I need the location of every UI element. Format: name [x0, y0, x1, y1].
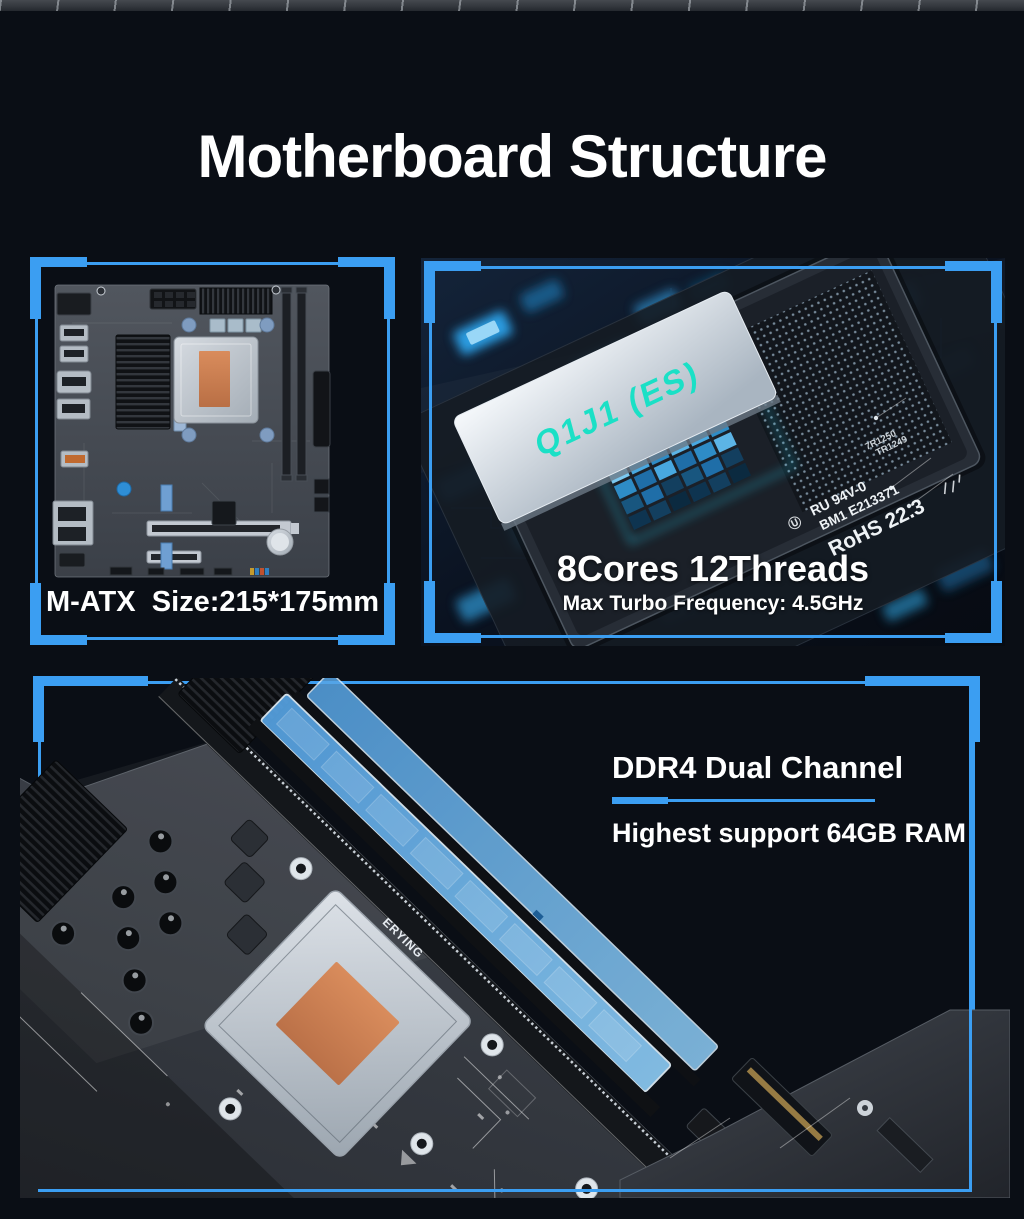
corner-bracket-icon	[33, 676, 148, 742]
corner-bracket-icon	[865, 676, 980, 742]
memory-heading: DDR4 Dual Channel	[612, 750, 904, 785]
front-panel-headers	[109, 566, 233, 576]
cmos-battery	[266, 528, 294, 556]
page-title: Motherboard Structure	[197, 123, 827, 191]
corner-bracket-icon	[30, 583, 87, 645]
motherboard-top-photo	[52, 284, 331, 578]
corner-bracket-icon	[338, 257, 395, 319]
angled-motherboard-photo: ERYING	[20, 678, 1010, 1198]
memory-panel: ERYING	[20, 676, 1024, 1219]
ram-stick-front	[247, 693, 672, 1118]
mosfet-caps	[209, 318, 262, 333]
cpu-subheading: Max Turbo Frequency: 4.5GHz	[562, 592, 864, 615]
chokes	[224, 819, 269, 955]
cpu-die: Q1J1 (ES)	[454, 258, 986, 646]
silkscreen	[20, 952, 537, 1198]
pin-field	[722, 270, 952, 513]
jumper-pins	[250, 568, 269, 575]
mounting-holes	[218, 857, 599, 1198]
capacitors	[50, 828, 184, 1036]
dimm-slot	[157, 678, 789, 1198]
sata-ports	[313, 478, 330, 513]
ul-logo-mark: Ⓤ	[786, 514, 804, 533]
angled-board: ERYING	[20, 678, 793, 1198]
corner-bracket-icon	[424, 581, 481, 643]
top-strip-pattern	[0, 0, 1024, 11]
board-panel: M-ATX Size:215*175mm	[30, 257, 395, 645]
top-heatsink	[199, 287, 273, 315]
heading-underline	[612, 797, 875, 804]
memory-subheading: Highest support 64GB RAM	[612, 818, 967, 848]
underline-thick-segment	[612, 797, 668, 804]
corner-bracket-icon	[945, 581, 1002, 643]
ram-stick-rear	[306, 678, 719, 1071]
cpu-panel-frame	[424, 261, 1002, 643]
pcie-x4-slot	[146, 550, 202, 564]
vrm-heatsink	[20, 760, 127, 922]
chipset	[211, 500, 237, 526]
cpu-socket	[204, 890, 471, 1157]
ram-slots	[280, 286, 308, 482]
corner-bracket-icon	[30, 257, 87, 319]
rear-io-ports	[52, 292, 94, 568]
cpu-macro-photo: Q1J1 (ES) 7R1250 TR1249 Ⓤ RU 94V-0 BM1 E…	[421, 258, 1005, 646]
vrm-heatsink	[115, 334, 171, 430]
atx-power-connector	[312, 370, 331, 448]
corner-bracket-icon	[945, 261, 1002, 323]
cpu-copper-core	[276, 962, 400, 1085]
corner-bracket-icon	[338, 583, 395, 645]
board-size-caption: M-ATX Size:215*175mm	[45, 586, 380, 618]
board-screw-holes	[96, 285, 281, 296]
cpu-socket	[173, 336, 259, 424]
cpu-heading: 8Cores 12Threads	[556, 548, 870, 589]
underline-thin-segment	[668, 799, 875, 802]
memory-panel-frame-overlay	[38, 681, 972, 1192]
cpu-panel: Q1J1 (ES) 7R1250 TR1249 Ⓤ RU 94V-0 BM1 E…	[421, 258, 1005, 646]
pcie-connector	[732, 1058, 832, 1156]
mounting-holes	[181, 317, 275, 443]
audio-jack	[116, 481, 132, 497]
pcie-x16-slot	[146, 520, 299, 537]
cpu-copper-core	[199, 351, 230, 407]
m2-connector	[876, 1116, 934, 1174]
cpu-lid	[454, 291, 777, 524]
m2-slot	[160, 484, 173, 512]
white-traces	[873, 397, 954, 509]
board-panel-frame	[30, 257, 395, 645]
m2-slot	[160, 542, 173, 570]
board-bottom-right	[619, 1009, 1010, 1198]
corner-bracket-icon	[424, 261, 481, 323]
